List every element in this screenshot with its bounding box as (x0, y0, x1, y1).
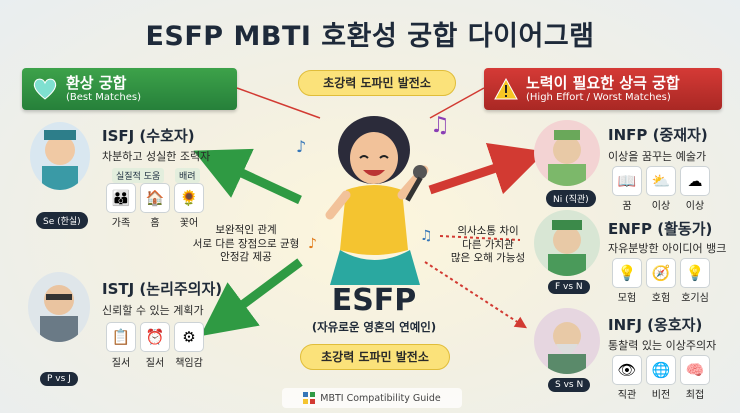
esfp-nickname: (자유로운 영혼의 연예인) (311, 320, 437, 334)
istj-badge: P vs J (40, 372, 78, 386)
compass-icon: 🧭 (646, 258, 676, 288)
book-icon: 📖 (612, 166, 642, 196)
gears-icon: ⚙ (174, 322, 204, 352)
svg-text:♫: ♫ (420, 228, 433, 244)
footer-text: MBTI Compatibility Guide (320, 392, 441, 404)
arrow-to-infp (428, 142, 546, 195)
worst-matches-title: 노력이 필요한 상극 궁합 (526, 73, 680, 92)
cloud-sun-icon: ⛅ (646, 166, 676, 196)
infj-subtitle: 통찰력 있는 이상주의자 (608, 339, 717, 352)
best-matches-header: 환상 궁합 (Best Matches) (22, 68, 237, 110)
lightbulb-icon: 💡 (612, 258, 642, 288)
isfj-avatar (30, 122, 90, 190)
esfp-name: ESFP (331, 283, 417, 318)
worst-matches-subtitle: (High Effort / Worst Matches) (526, 91, 671, 103)
warning-icon (494, 78, 518, 100)
center-tag-bottom: 초강력 도파민 발전소 (300, 344, 450, 370)
svg-text:♪: ♪ (308, 236, 317, 252)
clipboard-icon: 📋 (106, 322, 136, 352)
infj-title: INFJ (옹호자) (608, 316, 703, 334)
left-note: 보완적인 관계 서로 다른 장점으로 균형 안정감 제공 (192, 224, 300, 264)
flower-icon: 🌻 (174, 183, 204, 213)
arrow-to-infj (424, 261, 528, 329)
isfj-chip-2: 배려 (175, 168, 200, 183)
eye-icon: 👁 (612, 355, 642, 385)
globe-icon: 🌐 (646, 355, 676, 385)
arrow-to-enfp (439, 235, 521, 241)
family-icon: 👪 (106, 183, 136, 213)
esfp-character-illustration (325, 116, 429, 285)
best-matches-title: 환상 궁합 (66, 73, 127, 92)
istj-avatar (28, 272, 90, 342)
infj-badge: S vs N (548, 378, 591, 392)
enfp-title: ENFP (활동가) (608, 220, 713, 238)
footer: MBTI Compatibility Guide (282, 388, 462, 408)
enfp-subtitle: 자유분방한 아이디어 뱅크 (608, 242, 727, 255)
isfj-chip-1: 실질적 도움 (112, 168, 165, 183)
page-title: ESFP MBTI 호환성 궁합 다이어그램 (145, 21, 595, 52)
arrow-to-isfj (193, 148, 302, 205)
enfp-badge: F vs N (548, 280, 590, 294)
svg-text:♫: ♫ (430, 113, 450, 138)
bulb-icon: 💡 (680, 258, 710, 288)
arrow-to-istj (200, 258, 303, 337)
guide-logo-icon (303, 392, 316, 404)
isfj-subtitle: 차분하고 성실한 조력자 (102, 150, 211, 163)
alarm-clock-icon: ⏰ (140, 322, 170, 352)
istj-title: ISTJ (논리주의자) (102, 280, 223, 298)
right-note: 의사소통 차이 다른 가치관 많은 오해 가능성 (450, 225, 526, 265)
worst-matches-header: 노력이 필요한 상극 궁합 (High Effort / Worst Match… (484, 68, 722, 110)
brain-icon: 🧠 (680, 355, 710, 385)
isfj-title: ISFJ (수호자) (102, 127, 195, 145)
best-matches-subtitle: (Best Matches) (66, 91, 141, 103)
house-icon: 🏠 (140, 183, 170, 213)
svg-text:♪: ♪ (296, 137, 306, 156)
infp-badge: Ni (직관) (546, 190, 596, 207)
isfj-badge: Se (한실) (36, 212, 88, 229)
istj-subtitle: 신뢰할 수 있는 계획가 (102, 304, 204, 317)
infp-avatar (534, 120, 600, 186)
center-tag-top: 초강력 도파민 발전소 (298, 70, 456, 96)
heart-icon (33, 78, 57, 100)
infp-subtitle: 이상을 꿈꾸는 예술가 (608, 150, 707, 163)
infp-title: INFP (중재자) (608, 126, 708, 144)
infj-avatar (534, 308, 600, 374)
cloud-icon: ☁ (680, 166, 710, 196)
enfp-avatar (534, 210, 600, 276)
